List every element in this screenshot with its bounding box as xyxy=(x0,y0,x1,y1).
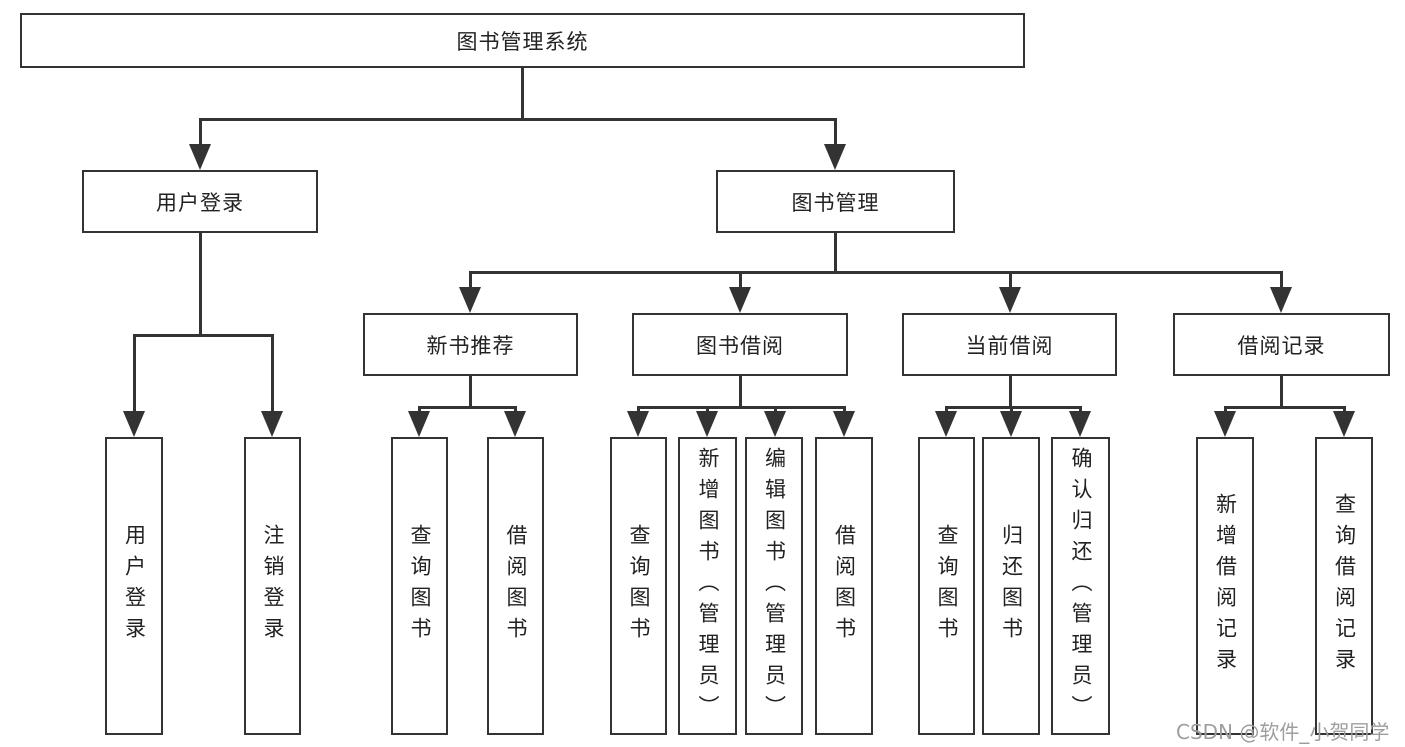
arrowhead-down xyxy=(833,411,855,437)
leaf-logout: 注销登录 xyxy=(244,437,301,735)
arrowhead-down xyxy=(627,411,649,437)
node-label: 借阅图书 xyxy=(832,524,857,648)
connector-vline xyxy=(739,271,742,293)
leaf-borrow-books: 借阅图书 xyxy=(815,437,873,735)
connector-vline xyxy=(834,233,837,272)
leaf-borrow-books: 借阅图书 xyxy=(487,437,544,735)
leaf-query-borrow-record: 查询借阅记录 xyxy=(1315,437,1373,735)
connector-vline xyxy=(271,334,274,414)
node-label: 确认归还（管理员） xyxy=(1069,446,1093,726)
arrowhead-down xyxy=(935,411,957,437)
arrowhead-down xyxy=(1000,411,1022,437)
node-label: 注销登录 xyxy=(261,524,285,648)
connector-hline xyxy=(945,406,1082,409)
node-label: 查询借阅记录 xyxy=(1332,493,1357,679)
node-label: 图书管理系统 xyxy=(456,29,589,54)
connector-hline xyxy=(469,271,1283,274)
leaf-query-books: 查询图书 xyxy=(610,437,667,735)
node-label: 当前借阅 xyxy=(965,333,1054,358)
arrowhead-down xyxy=(1214,411,1236,437)
connector-hline xyxy=(1224,406,1346,409)
node-label: 查询图书 xyxy=(408,524,432,648)
node-label: 新增借阅记录 xyxy=(1213,493,1238,679)
node-label: 借阅记录 xyxy=(1237,333,1326,358)
node-label: 查询图书 xyxy=(627,524,651,648)
arrowhead-down xyxy=(1069,411,1091,437)
node-label: 图书借阅 xyxy=(696,333,784,358)
connector-vline xyxy=(739,376,742,407)
arrowhead-down xyxy=(504,411,526,437)
node-book-management: 图书管理 xyxy=(716,170,955,233)
connector-vline xyxy=(469,376,472,407)
node-label: 用户登录 xyxy=(156,190,244,215)
node-user-login: 用户登录 xyxy=(82,170,318,233)
leaf-add-borrow-record: 新增借阅记录 xyxy=(1196,437,1254,735)
arrowhead-down xyxy=(1333,411,1355,437)
connector-vline xyxy=(199,118,202,152)
arrowhead-down xyxy=(824,144,846,170)
connector-vline xyxy=(133,334,136,414)
arrowhead-down xyxy=(261,411,283,437)
leaf-confirm-return-admin: 确认归还（管理员） xyxy=(1051,437,1110,735)
connector-vline xyxy=(1280,376,1283,407)
node-label: 新增图书（管理员） xyxy=(696,446,720,726)
connector-hline xyxy=(133,334,274,337)
arrowhead-down xyxy=(764,411,786,437)
connector-hline xyxy=(637,406,846,409)
connector-hline xyxy=(199,118,836,121)
arrowhead-down xyxy=(696,411,718,437)
arrowhead-down xyxy=(459,287,481,313)
node-new-book-recommend: 新书推荐 xyxy=(363,313,578,376)
connector-vline xyxy=(1009,376,1012,407)
node-label: 新书推荐 xyxy=(426,333,515,358)
node-label: 图书管理 xyxy=(791,190,880,215)
node-label: 查询图书 xyxy=(935,524,959,648)
node-borrowing-records: 借阅记录 xyxy=(1173,313,1390,376)
node-library-system: 图书管理系统 xyxy=(20,13,1025,68)
arrowhead-down xyxy=(408,411,430,437)
node-label: 借阅图书 xyxy=(504,524,528,648)
connector-vline xyxy=(199,233,202,335)
leaf-query-books: 查询图书 xyxy=(918,437,975,735)
connector-vline xyxy=(469,271,472,293)
arrowhead-down xyxy=(729,287,751,313)
connector-vline xyxy=(1280,271,1283,293)
leaf-add-book-admin: 新增图书（管理员） xyxy=(678,437,737,735)
connector-vline xyxy=(1009,271,1012,293)
arrowhead-down xyxy=(1270,287,1292,313)
arrowhead-down xyxy=(189,144,211,170)
connector-hline xyxy=(418,406,517,409)
node-label: 用户登录 xyxy=(122,524,147,648)
leaf-query-books: 查询图书 xyxy=(391,437,448,735)
leaf-user-login: 用户登录 xyxy=(105,437,163,735)
node-label: 归还图书 xyxy=(999,524,1024,648)
node-book-borrowing: 图书借阅 xyxy=(632,313,848,376)
node-current-borrowing: 当前借阅 xyxy=(902,313,1117,376)
connector-vline xyxy=(521,68,524,120)
arrowhead-down xyxy=(999,287,1021,313)
leaf-edit-book-admin: 编辑图书（管理员） xyxy=(745,437,803,735)
connector-vline xyxy=(834,118,837,152)
leaf-return-books: 归还图书 xyxy=(982,437,1040,735)
arrowhead-down xyxy=(123,411,145,437)
node-label: 编辑图书（管理员） xyxy=(762,446,787,726)
csdn-watermark: CSDN @软件_小贺同学 xyxy=(1176,720,1390,744)
